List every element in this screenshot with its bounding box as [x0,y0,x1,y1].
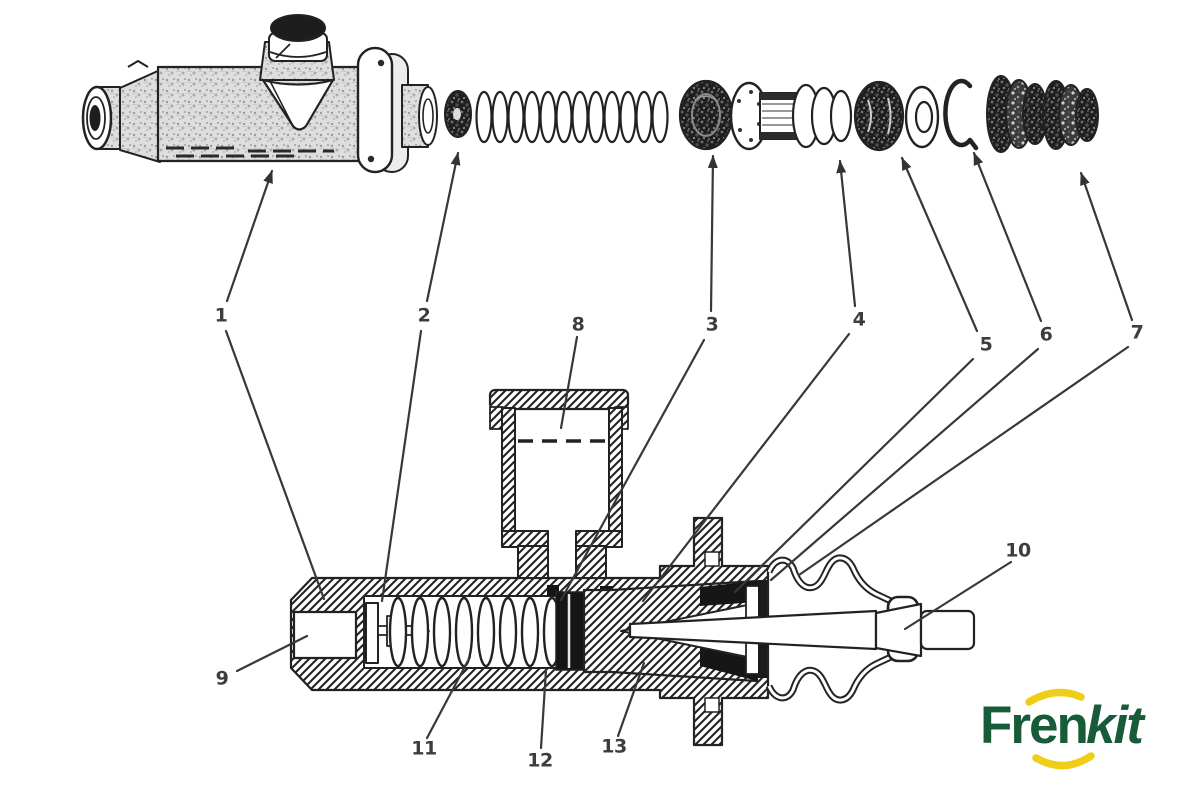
part-label-7: 7 [1130,321,1144,344]
piston-drawing [729,81,853,151]
leader-line-1-upper [225,169,274,303]
primary-cup-drawing [678,79,734,151]
part-label-9: 9 [215,667,229,690]
end-plug-section [292,610,358,660]
leader-line-11 [425,655,472,740]
part-label-11: 11 [411,737,437,760]
leader-line-6-lower [769,347,1040,582]
exploded-view [81,14,1099,174]
part-label-8: 8 [571,313,585,336]
leader-line-1-lower [224,329,326,601]
part-label-4: 4 [852,308,866,331]
leader-line-10 [903,560,1013,631]
circlip-drawing [943,78,979,151]
frenkit-logo: Fren kit [980,688,1148,770]
boot-seals-drawing [986,75,1099,153]
part-label-5: 5 [979,333,993,356]
leader-line-9 [235,634,309,673]
part-label-2: 2 [417,304,431,327]
part-label-13: 13 [601,735,627,758]
return-spring-drawing [475,90,669,144]
part-label-6: 6 [1039,323,1053,346]
part-label-1: 1 [214,304,228,327]
part-label-3: 3 [705,313,719,336]
cylinder-body-drawing [81,14,438,174]
leader-line-7-lower [797,345,1130,577]
leader-line-8 [559,335,579,430]
leader-line-2-lower [380,329,423,603]
secondary-cup-drawing [853,80,905,152]
logo-arc-bottom [1032,752,1095,770]
pushrod-drawing [628,602,976,658]
logo-text-fren: Fren [980,696,1087,755]
leader-line-7-upper [1079,171,1134,322]
leader-line-4-upper [836,159,857,308]
leader-line-5-upper [900,156,979,333]
logo-arc-top [1025,688,1085,706]
leader-line-5-lower [733,357,975,594]
leader-lines [224,151,1134,750]
leader-line-2-upper [425,151,461,303]
leader-line-3-lower [559,338,706,602]
cup-section-drawing [555,591,585,671]
leader-line-12 [539,668,548,750]
leader-line-6-upper [972,151,1043,323]
leader-line-3-upper [707,154,718,313]
reservoir-drawing [488,388,630,579]
leader-line-4-lower [641,332,851,603]
part-label-10: 10 [1005,539,1031,562]
cross-section-view [289,388,976,747]
leader-line-13 [616,661,646,738]
logo-text-kit: kit [1086,696,1146,755]
spring-section-drawing [388,596,562,668]
seal-washer-drawing [444,90,472,138]
part-label-12: 12 [527,749,553,772]
retaining-washer-drawing [904,85,940,149]
